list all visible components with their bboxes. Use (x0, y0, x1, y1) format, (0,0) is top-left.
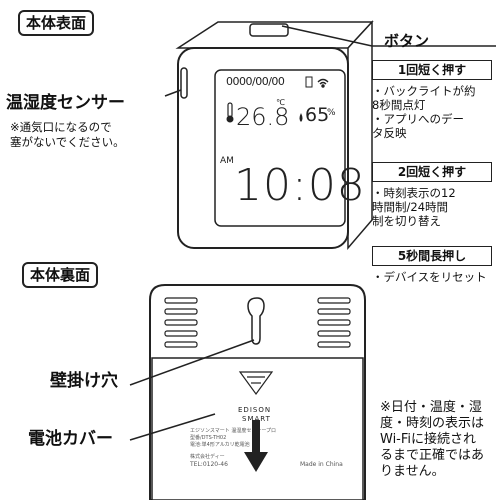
lcd-time: 10:08 (234, 160, 366, 211)
lcd-screen (214, 69, 346, 227)
action-3-header: 5秒間長押し (372, 246, 492, 266)
sensor-note-2: 塞がないでください。 (10, 135, 125, 149)
top-button (249, 23, 289, 37)
back-product: エジソンスマート 温湿度センサープロ (190, 427, 276, 434)
action-1-line-4: タ反映 (372, 126, 407, 140)
back-model: 型番/DTS-TH02 (190, 434, 226, 441)
footnote-4: るまで正確ではあ (380, 448, 485, 463)
front-device-illustration: 0000/00/00 26.8 ℃ 65 % AM 10:08 (164, 20, 496, 251)
back-brand-2: SMART (242, 415, 271, 423)
action-1-header: 1回短く押す (372, 60, 492, 80)
lcd-temperature: 26.8 (236, 103, 289, 131)
action-1-line-3: ・アプリへのデー (372, 112, 464, 126)
battery-cover-label: 電池カバー (28, 429, 113, 449)
front-title: 本体表面 (18, 10, 95, 36)
action-2-line-3: 制を切り替え (372, 214, 441, 228)
lcd-am: AM (220, 156, 234, 166)
lcd-humidity-unit: % (327, 108, 336, 118)
eject-triangle-icon (238, 371, 274, 396)
back-battery: 電池:単4形アルカリ乾電池 ×2 (190, 441, 259, 448)
back-tel: TEL:0120-46 (189, 461, 228, 468)
action-2-line-2: 時間制/24時間 (372, 200, 449, 214)
footnote-1: ※日付・温度・湿 (380, 400, 482, 415)
back-device-illustration: EDISON SMART エジソンスマート 温湿度センサープロ 型番/DTS-T… (129, 284, 366, 500)
wall-hole-label: 壁掛け穴 (50, 371, 118, 391)
action-2-header: 2回短く押す (372, 162, 492, 182)
sensor-vent (180, 67, 188, 99)
wall-hole (247, 297, 265, 345)
sensor-label: 温湿度センサー (6, 93, 125, 113)
footnote-2: 度・時刻の表示は (380, 416, 485, 431)
footnote-3: Wi-Fiに接続され (380, 432, 477, 447)
back-brand-1: EDISON (238, 406, 271, 414)
lcd-temp-unit: ℃ (276, 98, 285, 107)
action-2-line-1: ・時刻表示の12 (372, 186, 456, 200)
button-label: ボタン (384, 32, 430, 50)
droplet-icon (299, 113, 303, 122)
back-title: 本体裏面 (22, 262, 99, 288)
action-1-line-2: 8秒間点灯 (372, 98, 426, 112)
wifi-icon (317, 78, 329, 88)
action-3-line-1: ・デバイスをリセット (372, 270, 487, 284)
sensor-note-1: ※通気口になるので (10, 120, 112, 134)
back-maker: 株式会社ディー (190, 453, 225, 460)
back-made-in: Made in China (300, 461, 343, 468)
action-1-line-1: ・バックライトが約 (372, 84, 476, 98)
down-arrow-icon (244, 420, 268, 472)
footnote-5: りません。 (380, 464, 445, 479)
lcd-date: 0000/00/00 (226, 75, 285, 88)
thermometer-icon (226, 102, 234, 123)
lcd-humidity: 65 (305, 104, 329, 126)
battery-icon (305, 76, 313, 88)
